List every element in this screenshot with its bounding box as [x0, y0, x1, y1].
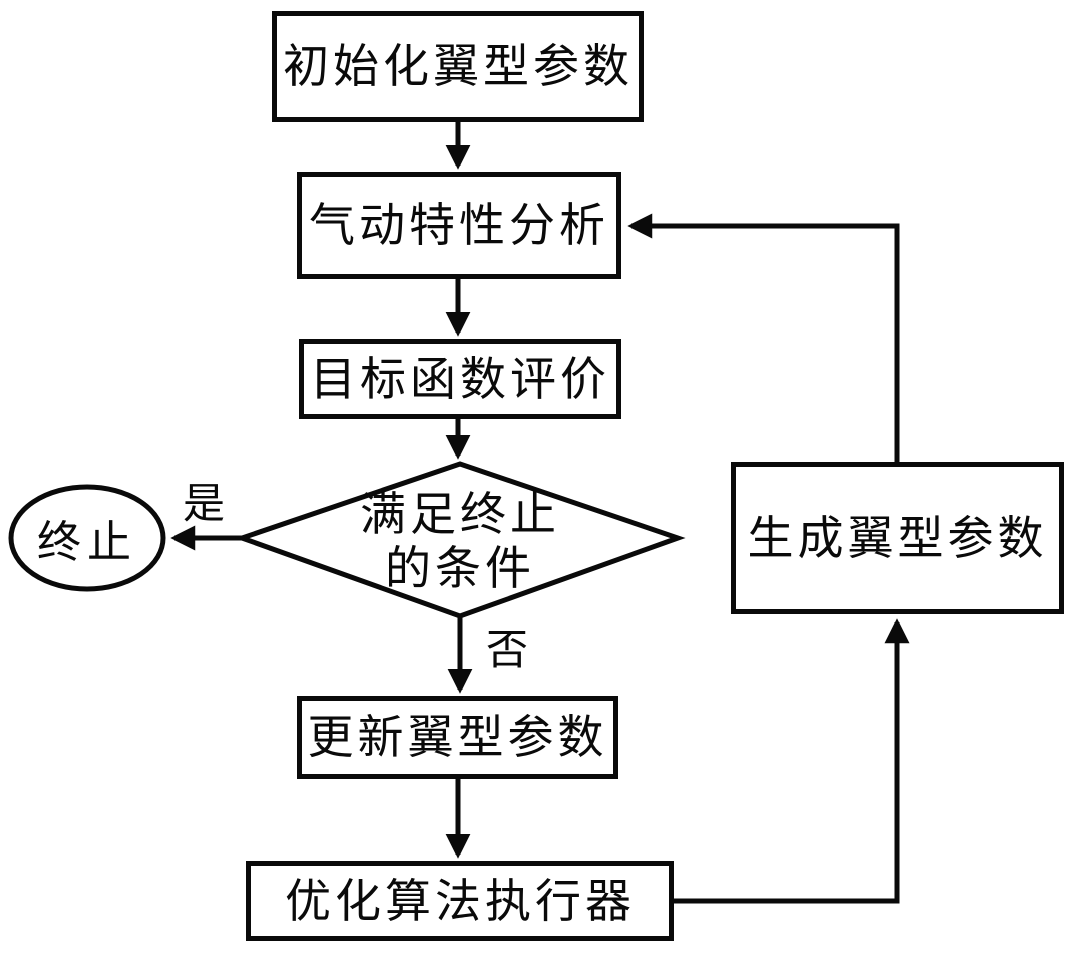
- node-generate-airfoil-parameters: 生成翼型参数: [731, 462, 1064, 614]
- terminate-label-text: 终止: [37, 517, 137, 568]
- edge-label-no: 否: [486, 625, 531, 674]
- connector-optimizer-to-generate: [672, 618, 910, 904]
- connector-generate-to-aero: [627, 213, 900, 462]
- node-aerodynamic-analysis: 气动特性分析: [297, 172, 621, 279]
- node-optimization-algorithm-executor: 优化算法执行器: [246, 861, 674, 941]
- node-label: 更新翼型参数: [307, 710, 608, 765]
- node-label: 气动特性分析: [309, 198, 609, 253]
- edge-label-yes: 是: [183, 479, 228, 528]
- node-label: 目标函数评价: [310, 351, 610, 406]
- terminate-ellipse: [8, 484, 166, 592]
- node-label: 初始化翼型参数: [283, 39, 633, 94]
- node-label: 优化算法执行器: [285, 873, 635, 928]
- decision-label-line1: 满足终止: [360, 486, 560, 541]
- node-objective-function-evaluation: 目标函数评价: [299, 339, 621, 419]
- terminate-label: 终止: [11, 487, 163, 589]
- node-update-airfoil-parameters: 更新翼型参数: [297, 696, 618, 779]
- decision-label-line2: 的条件: [385, 541, 535, 595]
- decision-diamond: [234, 461, 686, 619]
- decision-label: 满足终止 的条件: [310, 482, 610, 600]
- node-initialize-airfoil-parameters: 初始化翼型参数: [272, 11, 644, 122]
- node-label: 生成翼型参数: [747, 510, 1048, 565]
